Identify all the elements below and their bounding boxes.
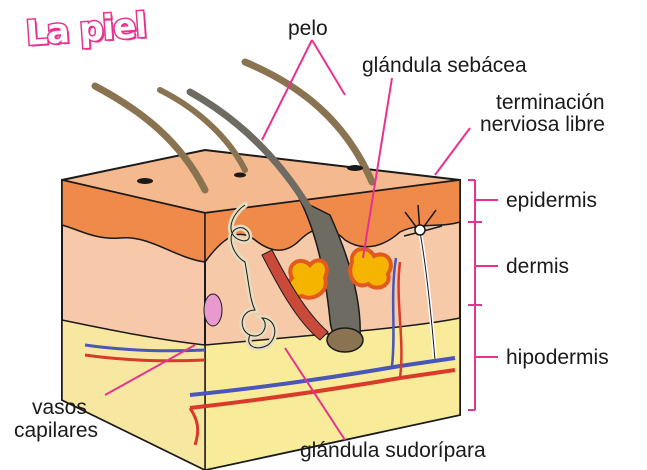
hair-bulb	[327, 328, 363, 352]
label-hipodermis: hipodermis	[506, 347, 609, 368]
label-dermis: dermis	[506, 256, 569, 277]
page-title: La piel	[25, 6, 148, 54]
layer-bracket	[468, 180, 498, 410]
pore	[347, 165, 363, 171]
fat-lobule	[204, 294, 222, 326]
label-glandula-sebacea: glándula sebácea	[362, 55, 527, 76]
label-epidermis: epidermis	[506, 190, 597, 211]
label-glandula-sudoripara: glándula sudorípara	[300, 440, 486, 461]
pore	[234, 173, 246, 178]
hipodermis-front	[62, 320, 205, 470]
pore	[137, 178, 153, 184]
label-vasos-line2: capilares	[14, 420, 98, 441]
label-pelo: pelo	[288, 18, 328, 39]
label-terminacion-line1: terminación	[496, 92, 605, 113]
label-terminacion-line2: nerviosa libre	[480, 114, 605, 135]
label-vasos-line1: vasos	[32, 397, 87, 418]
sebaceous-gland-right	[350, 249, 391, 288]
